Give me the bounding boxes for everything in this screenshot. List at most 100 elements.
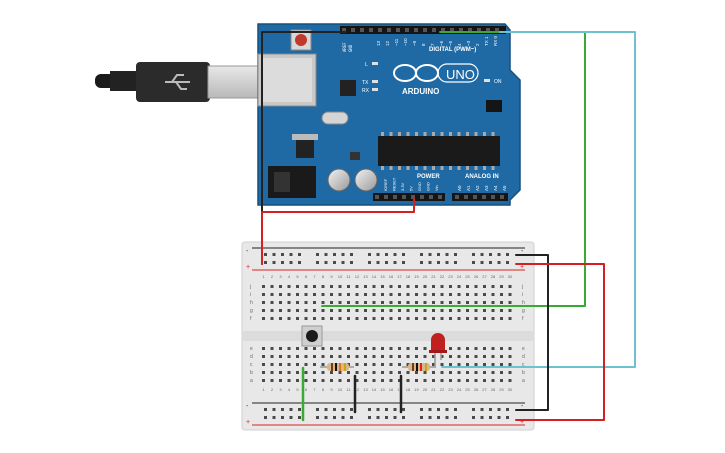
breadboard-hole[interactable]	[457, 293, 461, 296]
rail-hole[interactable]	[324, 408, 328, 411]
breadboard-hole[interactable]	[398, 363, 401, 366]
breadboard-hole[interactable]	[355, 293, 359, 296]
breadboard-hole[interactable]	[508, 285, 512, 288]
breadboard-hole[interactable]	[406, 355, 410, 358]
pushbutton-cap[interactable]	[306, 330, 318, 342]
header-pin[interactable]	[414, 28, 418, 32]
breadboard-hole[interactable]	[483, 379, 486, 382]
breadboard-hole[interactable]	[474, 347, 478, 350]
breadboard-hole[interactable]	[466, 363, 469, 366]
breadboard-hole[interactable]	[304, 371, 308, 374]
breadboard-hole[interactable]	[491, 347, 495, 350]
breadboard-hole[interactable]	[423, 347, 427, 350]
breadboard-hole[interactable]	[398, 347, 401, 350]
breadboard-hole[interactable]	[304, 379, 308, 382]
breadboard-hole[interactable]	[423, 317, 427, 320]
header-pin[interactable]	[387, 28, 391, 32]
breadboard-hole[interactable]	[440, 309, 444, 312]
breadboard-hole[interactable]	[355, 347, 359, 350]
rail-hole[interactable]	[428, 261, 432, 264]
breadboard-hole[interactable]	[483, 309, 486, 312]
breadboard-hole[interactable]	[381, 309, 384, 312]
breadboard-hole[interactable]	[449, 347, 452, 350]
breadboard-hole[interactable]	[381, 379, 384, 382]
breadboard-hole[interactable]	[500, 309, 503, 312]
breadboard-hole[interactable]	[398, 355, 401, 358]
rail-hole[interactable]	[272, 253, 276, 256]
breadboard-hole[interactable]	[313, 379, 316, 382]
wire-black[interactable]	[515, 254, 549, 411]
rail-hole[interactable]	[437, 408, 440, 411]
breadboard-hole[interactable]	[508, 309, 512, 312]
rail-hole[interactable]	[289, 408, 293, 411]
header-pin[interactable]	[360, 28, 364, 32]
breadboard-hole[interactable]	[508, 355, 512, 358]
breadboard-hole[interactable]	[381, 317, 384, 320]
rail-hole[interactable]	[324, 416, 328, 419]
breadboard-hole[interactable]	[372, 355, 376, 358]
breadboard-hole[interactable]	[423, 309, 427, 312]
breadboard-hole[interactable]	[500, 285, 503, 288]
breadboard-hole[interactable]	[262, 379, 265, 382]
breadboard-hole[interactable]	[483, 301, 486, 304]
reset-button[interactable]	[295, 34, 307, 46]
breadboard-hole[interactable]	[321, 363, 325, 366]
breadboard-hole[interactable]	[415, 285, 418, 288]
rail-hole[interactable]	[324, 261, 328, 264]
breadboard-hole[interactable]	[313, 285, 316, 288]
breadboard-hole[interactable]	[483, 371, 486, 374]
rail-hole[interactable]	[281, 408, 284, 411]
wire-red[interactable]	[261, 197, 415, 265]
breadboard-hole[interactable]	[296, 363, 299, 366]
breadboard-hole[interactable]	[415, 371, 418, 374]
breadboard-hole[interactable]	[372, 309, 376, 312]
breadboard-hole[interactable]	[364, 371, 367, 374]
rail-hole[interactable]	[264, 261, 267, 264]
breadboard-hole[interactable]	[279, 371, 282, 374]
breadboard-hole[interactable]	[491, 301, 495, 304]
rail-hole[interactable]	[472, 253, 475, 256]
breadboard-hole[interactable]	[262, 317, 265, 320]
pushbutton[interactable]	[301, 325, 323, 347]
header-pin[interactable]	[486, 28, 490, 32]
breadboard-hole[interactable]	[279, 309, 282, 312]
breadboard-hole[interactable]	[432, 293, 435, 296]
breadboard-hole[interactable]	[474, 301, 478, 304]
breadboard-hole[interactable]	[466, 355, 469, 358]
breadboard-hole[interactable]	[347, 317, 350, 320]
rail-hole[interactable]	[281, 261, 284, 264]
breadboard-hole[interactable]	[457, 301, 461, 304]
breadboard-hole[interactable]	[432, 355, 435, 358]
breadboard-hole[interactable]	[364, 363, 367, 366]
breadboard-hole[interactable]	[321, 285, 325, 288]
breadboard-hole[interactable]	[313, 347, 316, 350]
rail-hole[interactable]	[454, 416, 457, 419]
breadboard-hole[interactable]	[364, 309, 367, 312]
rail-hole[interactable]	[506, 253, 509, 256]
breadboard-hole[interactable]	[474, 379, 478, 382]
breadboard-hole[interactable]	[449, 317, 452, 320]
breadboard-hole[interactable]	[364, 347, 367, 350]
breadboard-hole[interactable]	[415, 347, 418, 350]
breadboard-hole[interactable]	[457, 371, 461, 374]
breadboard-hole[interactable]	[355, 363, 359, 366]
breadboard-hole[interactable]	[355, 309, 359, 312]
breadboard-hole[interactable]	[304, 355, 308, 358]
rail-hole[interactable]	[472, 261, 475, 264]
breadboard-hole[interactable]	[449, 355, 452, 358]
breadboard-hole[interactable]	[440, 293, 444, 296]
rail-hole[interactable]	[445, 408, 449, 411]
breadboard-hole[interactable]	[313, 309, 316, 312]
rail-hole[interactable]	[445, 416, 449, 419]
breadboard-hole[interactable]	[347, 301, 350, 304]
breadboard-hole[interactable]	[287, 317, 291, 320]
rail-hole[interactable]	[333, 261, 336, 264]
breadboard-hole[interactable]	[423, 285, 427, 288]
breadboard-hole[interactable]	[508, 379, 512, 382]
breadboard-hole[interactable]	[270, 355, 274, 358]
breadboard-hole[interactable]	[466, 317, 469, 320]
breadboard-hole[interactable]	[321, 379, 325, 382]
breadboard-hole[interactable]	[474, 363, 478, 366]
header-pin[interactable]	[441, 28, 445, 32]
breadboard-hole[interactable]	[381, 285, 384, 288]
